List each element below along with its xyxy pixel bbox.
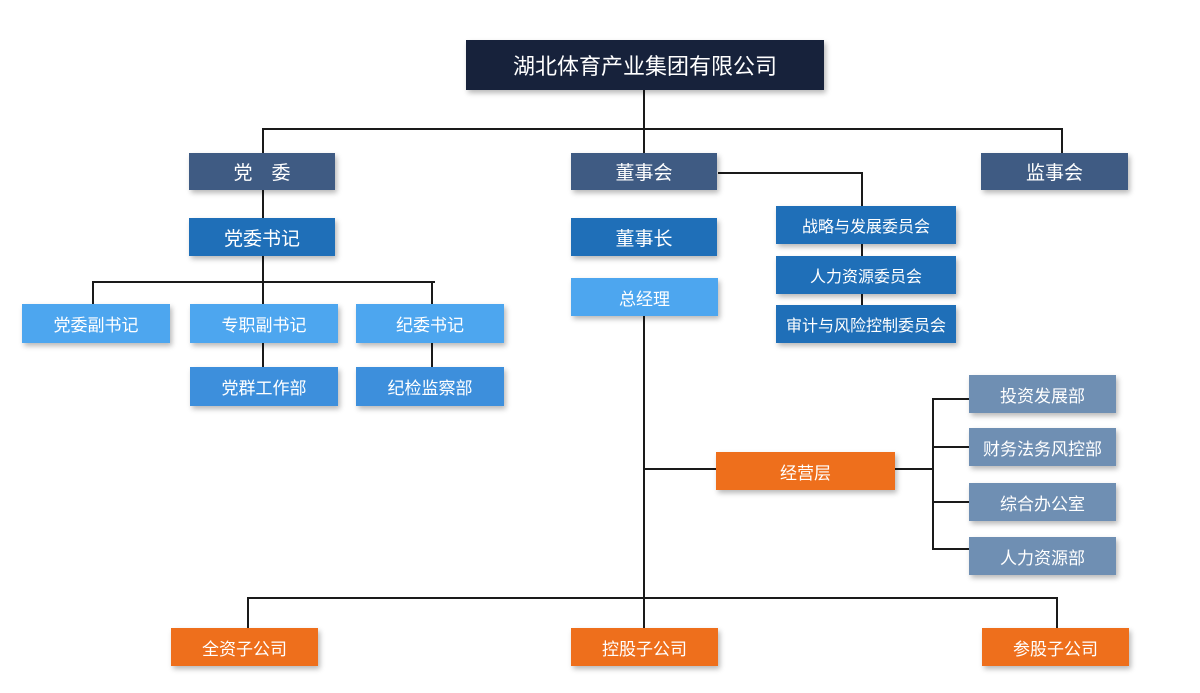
node-discipline-secretary: 纪委书记 (356, 304, 504, 343)
node-deputy-party-secretary: 党委副书记 (22, 304, 170, 343)
node-holding-subsidiary: 控股子公司 (571, 628, 718, 666)
node-board-of-directors: 董事会 (571, 153, 717, 190)
node-party-mass-work-dept: 党群工作部 (190, 367, 338, 406)
node-audit-risk-committee: 审计与风险控制委员会 (776, 305, 956, 343)
node-strategy-committee: 战略与发展委员会 (776, 206, 956, 244)
node-chairman: 董事长 (571, 218, 717, 256)
node-fulltime-deputy-secretary: 专职副书记 (190, 304, 338, 343)
node-management: 经营层 (716, 452, 895, 490)
node-participating-subsidiary: 参股子公司 (982, 628, 1129, 666)
node-party-committee: 党 委 (189, 153, 335, 190)
node-finance-legal-risk-dept: 财务法务风控部 (969, 428, 1116, 466)
node-group-company: 湖北体育产业集团有限公司 (466, 40, 824, 90)
node-investment-dept: 投资发展部 (969, 375, 1116, 413)
node-general-manager: 总经理 (571, 278, 718, 316)
node-general-office: 综合办公室 (969, 483, 1116, 521)
node-discipline-inspection-dept: 纪检监察部 (356, 367, 504, 406)
node-supervisory-board: 监事会 (981, 153, 1128, 190)
node-hr-dept: 人力资源部 (969, 537, 1116, 575)
node-hr-committee: 人力资源委员会 (776, 256, 956, 294)
node-party-secretary: 党委书记 (189, 218, 335, 256)
node-wholly-owned-subsidiary: 全资子公司 (171, 628, 318, 666)
